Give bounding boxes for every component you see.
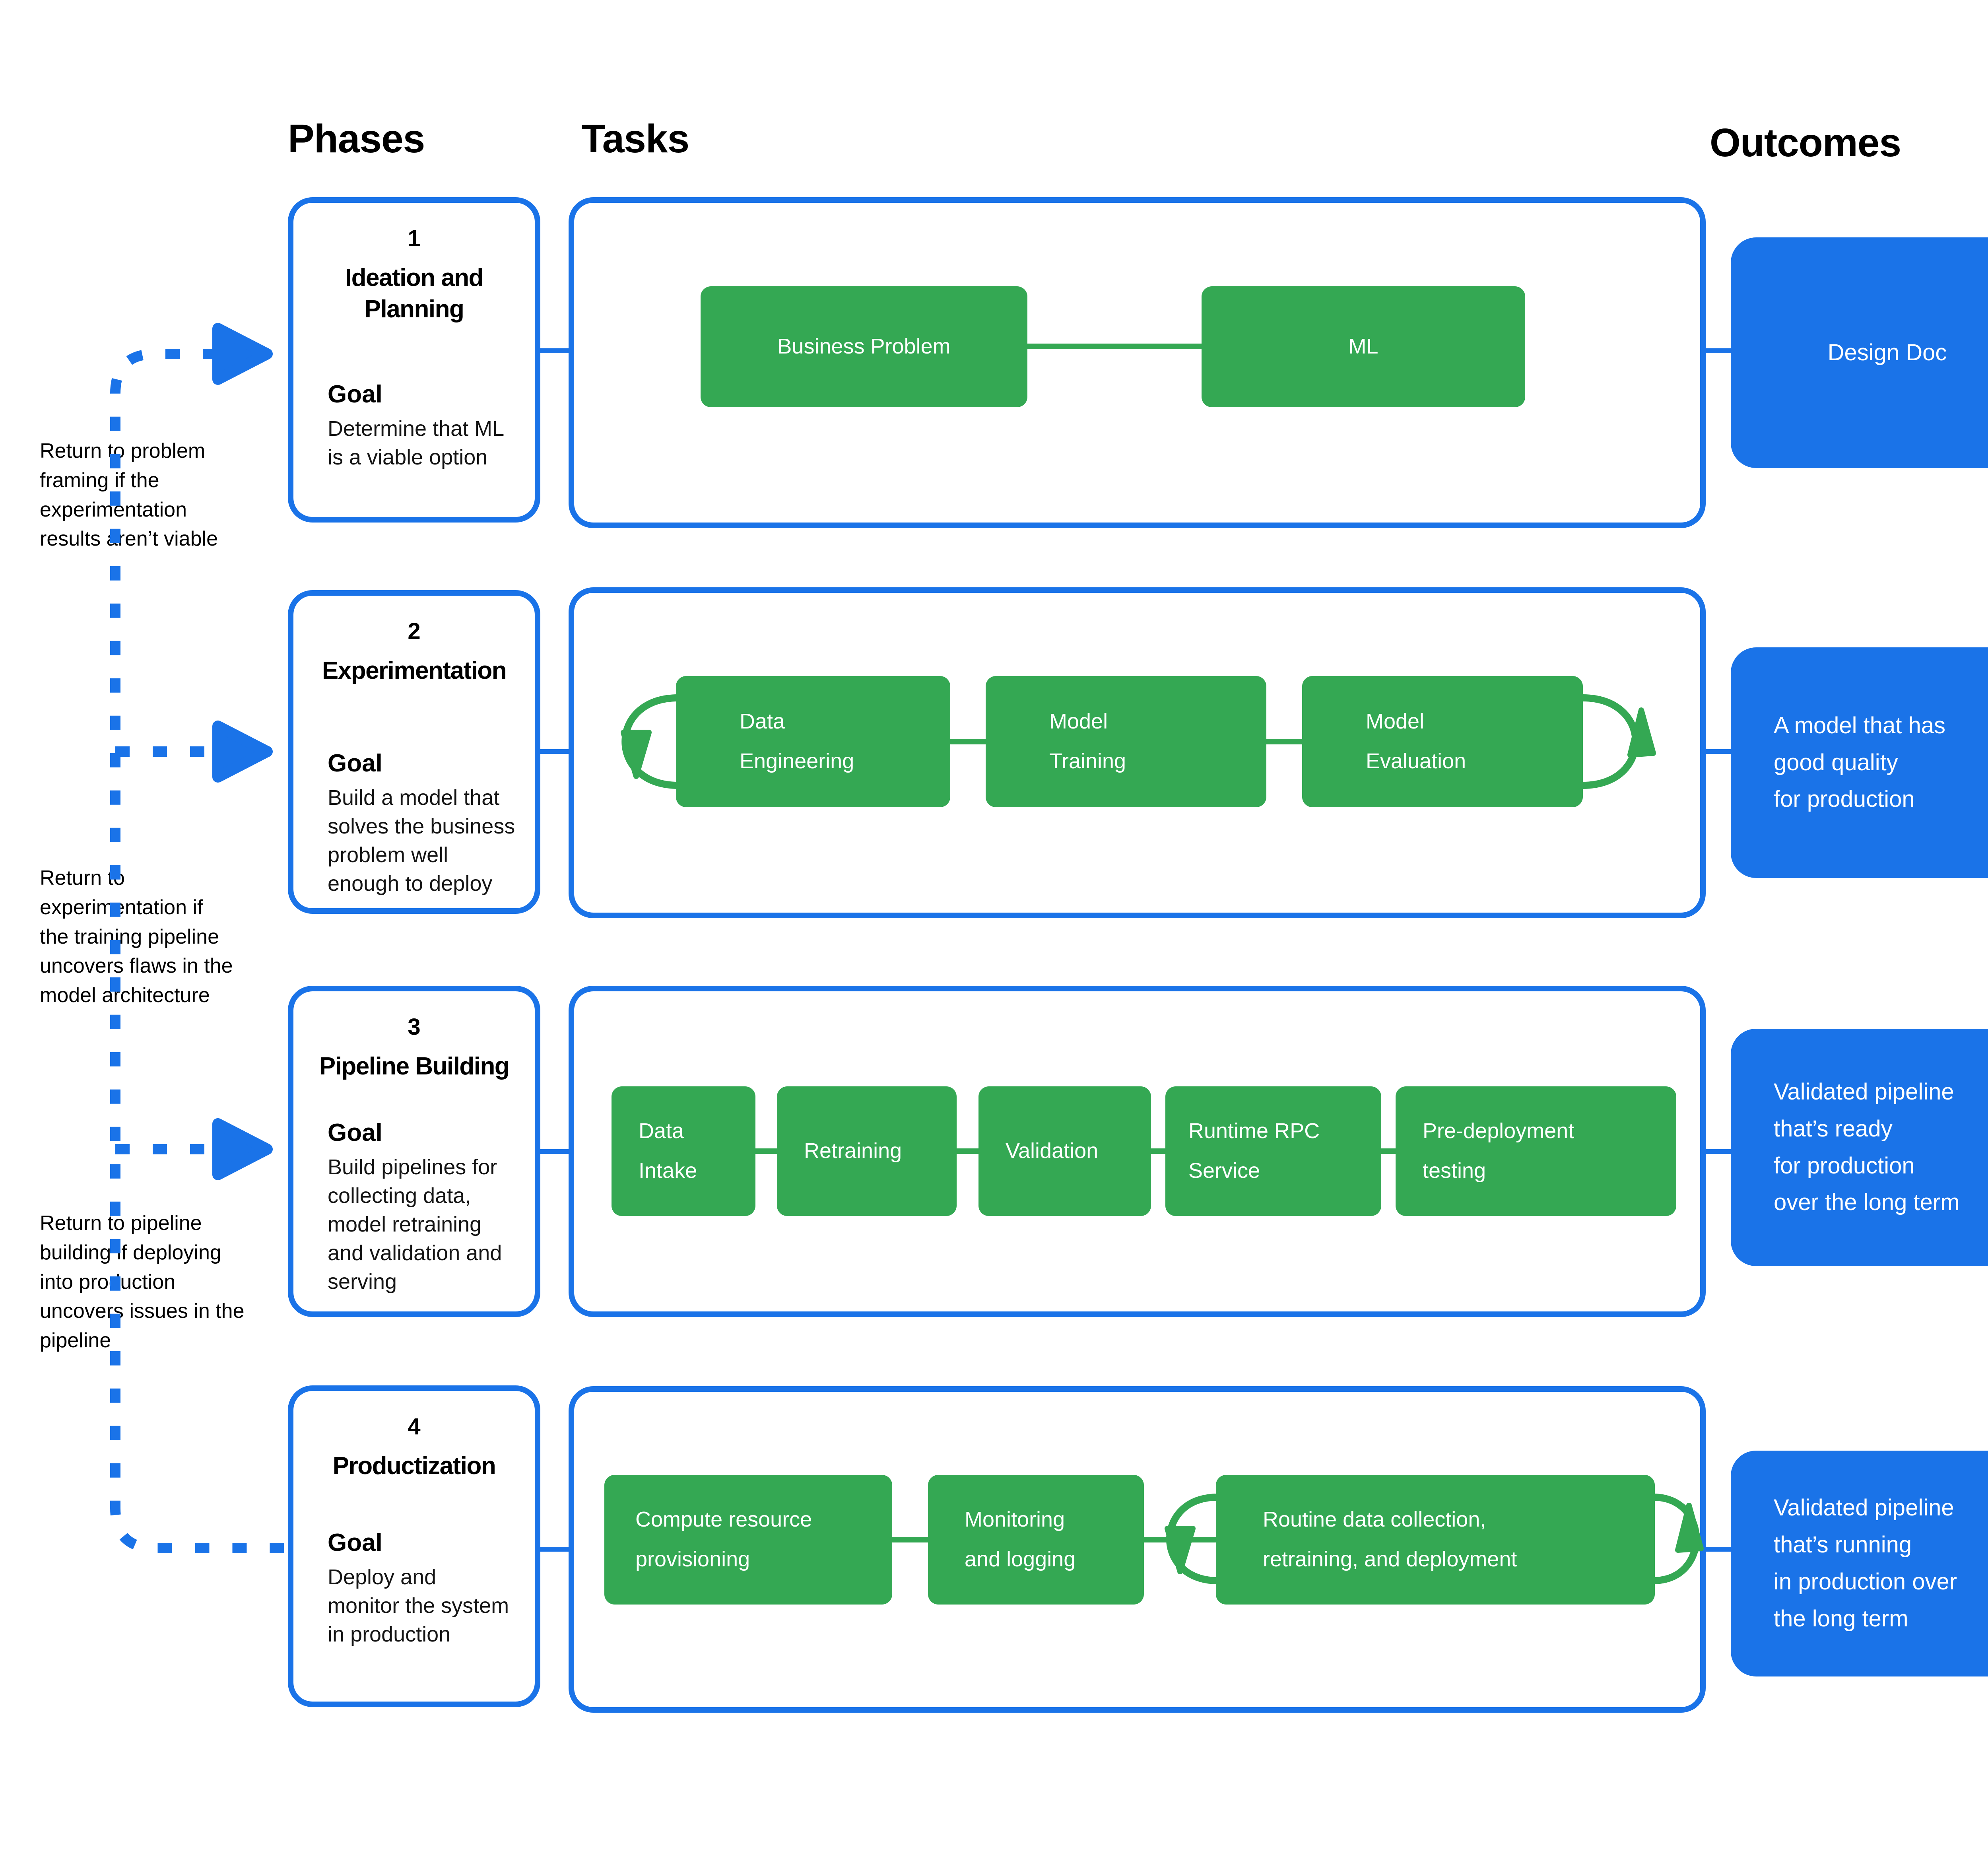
phase-card-pipeline-building: 3 Pipeline Building Goal Build pipelines… <box>277 986 540 1328</box>
note-return-to-experimentation: Return to experimentation if the trainin… <box>40 866 233 1007</box>
goal-text: Deploy and monitor the system in product… <box>328 1565 509 1646</box>
goal-label: Goal <box>328 1119 382 1147</box>
task-model-training: Model Training <box>986 676 1266 807</box>
task-connector <box>1144 1537 1216 1542</box>
phase-number: 3 <box>408 1014 421 1040</box>
outcome-good-quality-model: A model that has good quality for produc… <box>1731 647 1988 878</box>
task-connector <box>1151 1148 1165 1154</box>
phase-to-tasks-connector <box>538 1149 572 1154</box>
goal-label: Goal <box>328 1529 382 1557</box>
task-data-intake: Data Intake <box>612 1086 755 1216</box>
task-connector <box>1266 739 1302 744</box>
task-business-problem: Business Problem <box>701 286 1027 407</box>
arrow-right-icon <box>212 1118 273 1180</box>
outcome-validated-pipeline-running: Validated pipeline that’s running in pro… <box>1731 1451 1988 1676</box>
phase-to-tasks-connector <box>538 1547 572 1552</box>
phase-number: 1 <box>408 225 421 251</box>
column-header-outcomes: Outcomes <box>1710 120 1901 165</box>
phase-to-tasks-connector <box>538 348 572 353</box>
task-data-engineering: Data Engineering <box>676 676 950 807</box>
outcome-validated-pipeline-ready: Validated pipeline that’s ready for prod… <box>1731 1029 1988 1266</box>
task-model-evaluation: Model Evaluation <box>1302 676 1583 807</box>
task-compute-resource-provisioning: Compute resource provisioning <box>604 1475 892 1605</box>
phase-title: Pipeline Building <box>319 1053 510 1080</box>
tasks-to-outcome-connector <box>1703 1149 1734 1154</box>
tasks-to-outcome-connector <box>1703 749 1734 754</box>
task-ml: ML <box>1202 286 1525 407</box>
left-feedback-arrowheads <box>212 323 273 1180</box>
phase-title: Ideation and Planning <box>345 264 484 323</box>
arrow-right-icon <box>212 323 273 385</box>
phase-to-tasks-connector <box>538 749 572 754</box>
task-connector <box>957 1148 978 1154</box>
task-pre-deployment-testing: Pre-deployment testing <box>1396 1086 1676 1216</box>
task-connector <box>950 739 986 744</box>
outcome-design-doc: Design Doc <box>1731 237 1988 468</box>
goal-text: Build pipelines for collecting data, mod… <box>328 1155 502 1294</box>
phase-title: Experimentation <box>322 657 507 684</box>
task-runtime-rpc-service: Runtime RPC Service <box>1165 1086 1381 1216</box>
task-connector <box>1027 344 1202 349</box>
note-return-to-pipeline-building: Return to pipeline building if deploying… <box>40 1212 245 1352</box>
goal-label: Goal <box>328 380 382 408</box>
phase-number: 2 <box>408 618 421 644</box>
note-return-to-problem-framing: Return to problem framing if the experim… <box>40 439 218 551</box>
arrow-right-icon <box>212 721 273 783</box>
column-header-tasks: Tasks <box>581 117 689 161</box>
task-routine-data-collection: Routine data collection, retraining, and… <box>1216 1475 1655 1605</box>
phase-title: Productization <box>332 1452 496 1480</box>
phase-card-productization: 4 Productization Goal Deploy and monitor… <box>277 1385 540 1718</box>
task-retraining: Retraining <box>777 1086 957 1216</box>
goal-text: Build a model that solves the business p… <box>328 786 515 896</box>
task-connector <box>755 1148 777 1154</box>
phase-card-experimentation: 2 Experimentation Goal Build a model tha… <box>277 590 540 925</box>
task-connector <box>892 1537 928 1542</box>
goal-label: Goal <box>328 750 382 777</box>
column-header-phases: Phases <box>288 117 425 161</box>
tasks-to-outcome-connector <box>1703 1547 1734 1552</box>
task-monitoring-and-logging: Monitoring and logging <box>928 1475 1144 1605</box>
tasks-to-outcome-connector <box>1703 348 1734 353</box>
phase-card-ideation-planning: 1 Ideation and Planning Goal Determine t… <box>277 197 540 534</box>
task-validation: Validation <box>978 1086 1151 1216</box>
phase-number: 4 <box>408 1414 421 1439</box>
goal-text: Determine that ML is a viable option <box>328 416 505 469</box>
task-connector <box>1381 1148 1396 1154</box>
